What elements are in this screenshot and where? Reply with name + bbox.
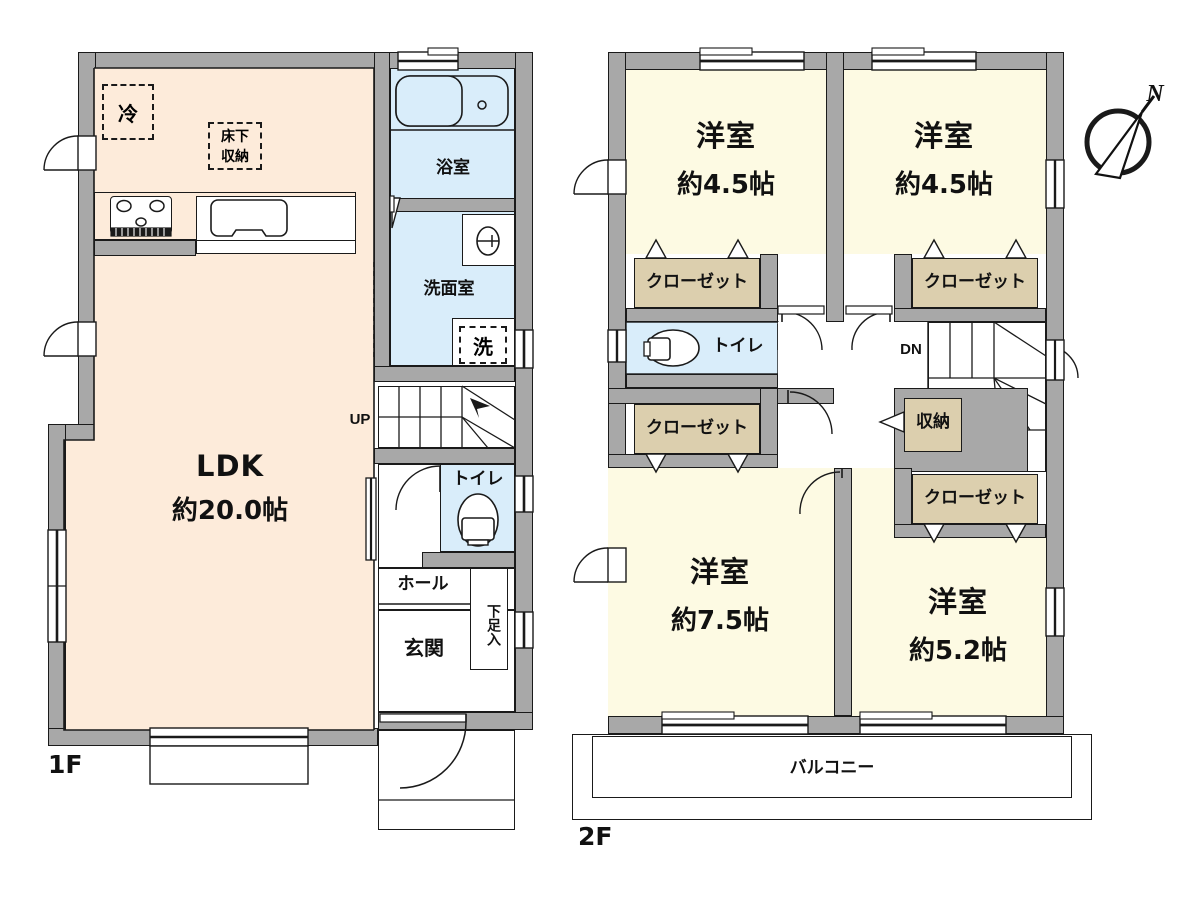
closet-tl [634, 258, 760, 308]
wall-bath-left [374, 52, 390, 382]
toilet-2f-name: トイレ [712, 336, 764, 356]
closet-bl [634, 404, 760, 454]
toilet-1f-name: トイレ [452, 469, 504, 489]
wall-1f-outer-right [515, 52, 533, 730]
wall-1f-outer-bottom-right [378, 712, 533, 730]
bed-br-name: 洋室 [927, 585, 988, 619]
bed-tl-name: 洋室 [695, 119, 756, 153]
wall-closet-tl-right [760, 254, 778, 312]
fridge-box: 冷 [102, 84, 154, 140]
stairs-dn-label: DN [900, 341, 922, 358]
washer-label: 洗 [473, 336, 493, 359]
wall-1f-outer-bottom [48, 728, 378, 746]
hall-name: ホール [397, 574, 449, 594]
closet-br [912, 474, 1038, 524]
floor-storage-label-2: 収納 [221, 148, 249, 164]
room-bed-br [852, 538, 1046, 716]
wall-bath-bottom [374, 366, 515, 382]
fridge-label: 冷 [118, 103, 138, 126]
wall-2f-outer-bottom [608, 716, 1064, 734]
wall-stairs-bottom [374, 448, 515, 464]
floor-storage-box: 床下 収納 [208, 122, 262, 170]
bed-br-area: 約5.2帖 [908, 636, 1008, 666]
room-bed-tl [626, 70, 826, 254]
room-bath [390, 68, 515, 200]
room-bed-br-upper [852, 468, 894, 538]
wall-closet-br-bottom [894, 524, 1046, 538]
storage-2f-label: 収納 [916, 412, 950, 432]
wall-toilet-2f-bottom [626, 374, 778, 388]
closet-tl-label: クローゼット [646, 272, 748, 292]
shoe-cabinet-label: 下足入 [485, 604, 501, 646]
wall-closet-bl-right [760, 388, 778, 462]
ldk-name: LDK [195, 449, 265, 483]
washroom-name: 洗面室 [423, 279, 475, 299]
washer-box: 洗 [459, 326, 507, 364]
closet-br-label: クローゼット [924, 488, 1026, 508]
wall-closet-tr-left [894, 254, 912, 312]
wall-toilet-bottom [422, 552, 515, 568]
bed-tr-area: 約4.5帖 [894, 170, 994, 200]
ldk-area: 約20.0帖 [171, 496, 289, 526]
balcony-inner [592, 736, 1072, 798]
floor-2f-label: 2F [578, 822, 613, 851]
kitchen-counter-island [196, 196, 356, 244]
floor-1f-label: 1F [48, 750, 83, 779]
entrance-porch [378, 730, 515, 830]
closet-bl-label: クローゼット [646, 418, 748, 438]
bed-bl-name: 洋室 [689, 555, 750, 589]
shoe-cabinet [470, 568, 508, 670]
storage-2f [904, 398, 962, 452]
closet-tr [912, 258, 1038, 308]
floor-storage-label-1: 床下 [221, 128, 249, 144]
compass-north-label: N [1146, 81, 1164, 107]
room-bed-bl [608, 468, 834, 716]
wall-2f-mid-vertical-top [826, 52, 844, 322]
wall-kitchen-partition [94, 240, 196, 256]
vanity-counter [462, 214, 515, 266]
wall-2f-mid-vertical-bottom [834, 468, 852, 716]
stairs-1f [378, 386, 515, 448]
bed-tr-name: 洋室 [913, 119, 974, 153]
wall-2f-outer-right [1046, 52, 1064, 734]
closet-tr-label: クローゼット [924, 272, 1026, 292]
wall-bed-bl-top [608, 388, 834, 404]
wall-bed-tr-bottom [894, 308, 1046, 322]
genkan-name: 玄関 [404, 636, 444, 660]
wall-bed-tl-bottom [626, 308, 778, 322]
bed-bl-area: 約7.5帖 [670, 606, 770, 636]
balcony-label: バルコニー [789, 758, 875, 778]
bed-tl-area: 約4.5帖 [676, 170, 776, 200]
wall-closet-bl-bottom [608, 454, 778, 468]
bath-name: 浴室 [436, 158, 470, 178]
room-bed-tr [844, 70, 1046, 254]
wall-bath-washroom-divider [390, 198, 515, 212]
kitchen-counter-front [196, 240, 356, 254]
wall-closet-br-left [894, 468, 912, 532]
room-ldk-bay [64, 440, 106, 730]
stove-cooktop [110, 196, 172, 234]
ldk-bay-edge [64, 440, 66, 730]
stairs-up-label: UP [349, 411, 371, 428]
